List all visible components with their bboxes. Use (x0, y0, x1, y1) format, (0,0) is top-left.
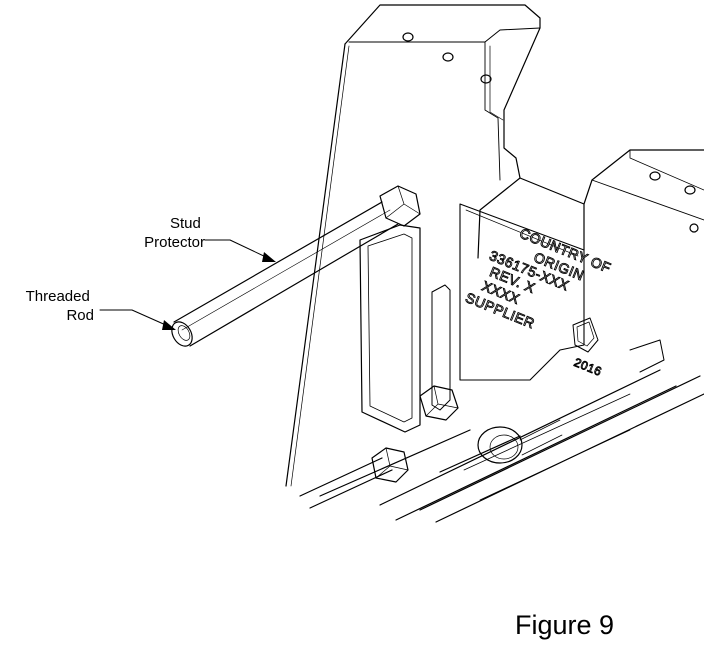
slot-inner (367, 233, 413, 423)
threaded-rod-end-inner (177, 325, 191, 341)
threaded-rod-label-line1: Threaded (26, 288, 90, 305)
threaded-rod-label: Threaded Rod (26, 288, 94, 324)
label-plate-inner (465, 209, 579, 257)
hex-bolt-mid-face (425, 385, 459, 417)
bar-end-cap (629, 339, 665, 373)
bracket-inner-fold-2 (489, 45, 504, 121)
stud-protector-label-line2: Protector (144, 234, 205, 251)
stud-protector-label-line1: Stud (170, 215, 201, 232)
plate-left-edge-inner (290, 45, 350, 487)
slot-outline (359, 224, 421, 433)
threaded-rod-leader (99, 309, 169, 327)
bracket-outline (344, 4, 541, 259)
foreground-bar-3 (319, 429, 521, 497)
shield-logo-icon (572, 317, 599, 353)
foreground-bar-2 (419, 375, 704, 523)
stud-protector-arrowhead (262, 252, 276, 262)
plate-left-edge (285, 43, 346, 487)
threaded-rod-label-line2: Rod (66, 307, 94, 324)
bracket-top-face (348, 27, 541, 43)
stud-protector-leader (204, 239, 269, 259)
bar-lower-flange (463, 393, 631, 501)
threaded-rod-end (171, 321, 193, 347)
bracket-right-top (591, 179, 704, 221)
hex-nut-lower-face (375, 447, 409, 479)
rubber-boot-ribs (519, 419, 563, 456)
rubber-boot (477, 426, 523, 464)
lower-rod (299, 457, 393, 509)
stud-protector-sleeve (173, 201, 399, 347)
label-plate (459, 203, 585, 381)
figure-caption: Figure 9 (515, 610, 615, 640)
bracket-right-side (629, 149, 704, 191)
shield-logo-inner (576, 321, 595, 347)
stud-protector-highlight (181, 209, 391, 331)
upper-slot (431, 284, 451, 411)
mounting-hole (480, 74, 492, 84)
hex-bolt-mid (419, 385, 459, 421)
threaded-rod-arrowhead (162, 320, 176, 330)
bracket-right-step (519, 149, 704, 251)
plate-date-code: 2016 (572, 355, 604, 379)
rubber-boot-inner (489, 434, 519, 460)
bracket-inner-fold (484, 41, 501, 181)
stud-protector-label: Stud Protector (144, 215, 205, 251)
mounting-hole (649, 171, 661, 181)
hex-nut-upper-face (385, 185, 421, 219)
mounting-hole (689, 223, 699, 233)
mounting-hole (402, 32, 414, 42)
mounting-hole (684, 185, 696, 195)
mounting-hole (442, 52, 454, 62)
